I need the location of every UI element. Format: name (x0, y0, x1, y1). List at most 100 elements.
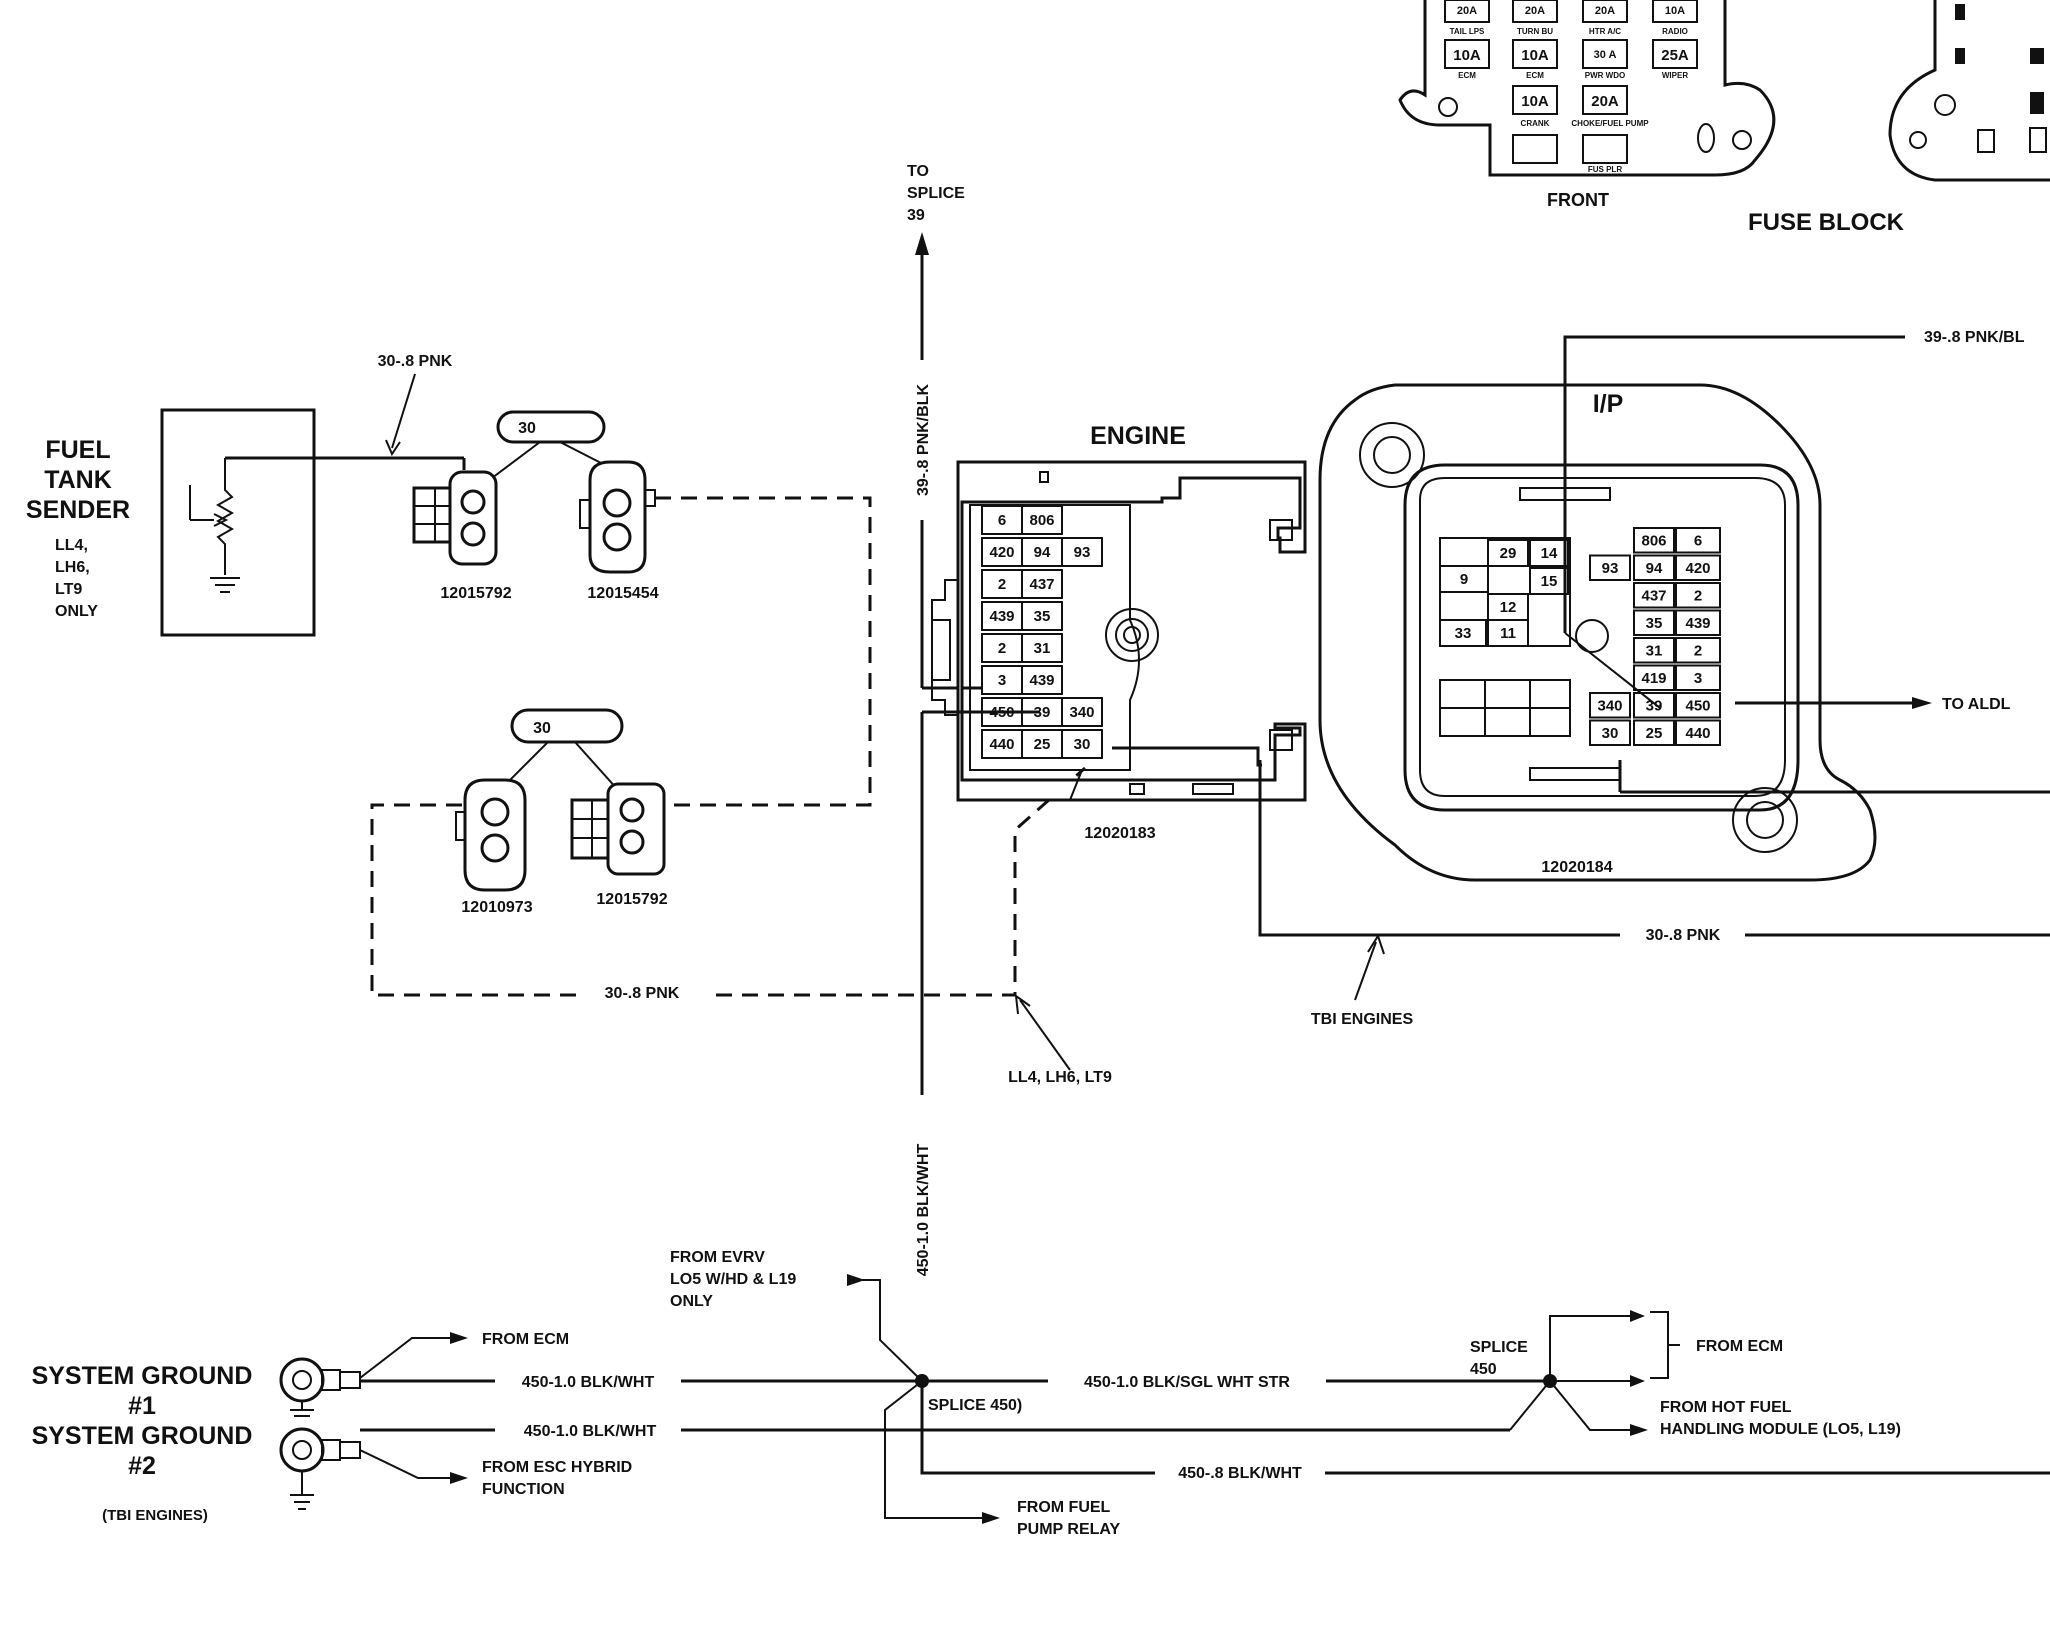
engine-cavity-2-1: 437 (1029, 576, 1054, 593)
ip-lower-grid (1439, 679, 1571, 737)
fuse-row-1: 20A 20A 20A 10A TAIL LPS TURN BU HTR A/C… (1444, 0, 1698, 36)
wire-label-30-right: 30-.8 PNK (1646, 927, 1721, 944)
engine-cavity-3-0: 439 (989, 608, 1014, 625)
fuse-3-1: 10A (1521, 93, 1549, 110)
ip-right-cavity-2-0-box (1633, 582, 1675, 609)
ip-right-cavity-6-2: 450 (1685, 697, 1710, 714)
sender-note-3: LT9 (55, 581, 82, 598)
ground-section: SYSTEM GROUND #1 SYSTEM GROUND #2 (TBI E… (32, 1144, 2050, 1538)
to-splice-3: 39 (907, 207, 925, 224)
fuse-caption-1-4: RADIO (1662, 27, 1688, 36)
connector-pn-12010973: 12010973 (461, 899, 532, 916)
ip-right-cavity-1-1-box (1633, 554, 1675, 581)
ip-right-cavity-7-1: 25 (1646, 725, 1663, 742)
fuse-row-3: 10A 20A CRANK CHOKE/FUEL PUMP (1512, 85, 1649, 128)
engine-cavity-3-1: 35 (1034, 608, 1051, 625)
fuse-2-4: 25A (1661, 47, 1689, 64)
ip-right-cavity-1-2-box (1675, 554, 1721, 581)
engine-cavity-5-0-box (981, 665, 1023, 695)
engine-cavity-7-1-box (1021, 729, 1063, 759)
ip-right-cavity-7-0-box (1589, 719, 1631, 746)
ground2-line1: SYSTEM GROUND (32, 1422, 253, 1450)
fuse-1-2: 20A (1525, 5, 1545, 17)
connector-pn-ip: 12020184 (1541, 859, 1612, 876)
ip-right-cavity-0-1-box (1675, 527, 1721, 554)
connector-pair-top: 30 12015792 12015454 (412, 410, 659, 602)
fuse-caption-2-3: PWR WDO (1585, 71, 1625, 80)
ip-right-cavity-4-1-box (1675, 637, 1721, 664)
ip-right-cavity-5-1-box (1675, 664, 1721, 691)
wire-label-30-top: 30-.8 PNK (378, 353, 453, 370)
engine-cavity-0-0: 6 (998, 512, 1006, 529)
ip-right-cavity-7-1-box (1633, 719, 1675, 746)
ip-left-cavity-33: 33 (1455, 625, 1472, 642)
from-evrv-2: LO5 W/HD & L19 (670, 1271, 796, 1288)
engine-cavity-1-1: 94 (1034, 544, 1051, 561)
connector-30-top: 30 (518, 420, 536, 437)
ip-left-cavity-15: 15 (1541, 573, 1558, 590)
wire-label-30-bottom: 30-.8 PNK (605, 985, 680, 1002)
ip-left-cavity-9: 9 (1460, 571, 1468, 588)
fuse-caption-3-1: CRANK (1521, 119, 1550, 128)
wire-label-450-08: 450-.8 BLK/WHT (1178, 1465, 1302, 1482)
ip-left-cavity-12: 12 (1500, 599, 1517, 616)
fuse-plr: FUS PLR (1588, 165, 1622, 174)
sender-title-1: FUEL (45, 436, 110, 464)
fuse-caption-2-4: WIPER (1662, 71, 1688, 80)
from-evrv-3: ONLY (670, 1293, 713, 1310)
ip-left-cavity-33-box (1439, 619, 1487, 647)
from-esc-2: FUNCTION (482, 1481, 565, 1498)
ip-right-cavity-3-1: 439 (1685, 615, 1710, 632)
connector-30-mid: 30 (533, 720, 551, 737)
ip-right-cavity-7-2-box (1675, 719, 1721, 746)
from-hot-2: HANDLING MODULE (LO5, L19) (1660, 1421, 1901, 1438)
ground2-line2: #2 (128, 1452, 156, 1480)
ip-left-cavity-14-box (1529, 539, 1569, 567)
to-splice-2: SPLICE (907, 185, 965, 202)
from-esc-1: FROM ESC HYBRID (482, 1459, 632, 1476)
ip-left-cavity-12-box (1487, 593, 1529, 621)
fuse-block-front-label: FRONT (1547, 190, 1609, 210)
ip-left-cavity-9-box (1439, 565, 1489, 593)
ip-right-cavity-0-0-box (1633, 527, 1675, 554)
fuse-1-1: 20A (1457, 5, 1477, 17)
wire-label-450-g1: 450-1.0 BLK/WHT (522, 1374, 655, 1391)
wire-label-450-vertical: 450-1.0 BLK/WHT (915, 1144, 932, 1277)
ip-right-cavity-5-0: 419 (1641, 670, 1666, 687)
ip-left-cavity-14: 14 (1541, 545, 1558, 562)
engine-cavity-1-2: 93 (1074, 544, 1091, 561)
ip-right-cavity-2-0: 437 (1641, 587, 1666, 604)
fuse-1-3: 20A (1595, 5, 1615, 17)
connector-pair-middle: 30 12010973 12015792 (455, 708, 668, 916)
engine-cavity-5-1: 439 (1029, 672, 1054, 689)
splice-450-left: SPLICE 450) (928, 1397, 1022, 1414)
fuse-block: 20A 20A 20A 10A TAIL LPS TURN BU HTR A/C… (1398, 0, 2050, 236)
ip-right-cavity-2-1: 2 (1694, 587, 1702, 604)
engine-cavity-4-0: 2 (998, 640, 1006, 657)
fuse-1-4: 10A (1665, 5, 1685, 17)
engine-cavity-5-0: 3 (998, 672, 1006, 689)
ground1-line1: SYSTEM GROUND (32, 1362, 253, 1390)
ip-right-cavity-6-1: 39 (1646, 697, 1663, 714)
ground-note: (TBI ENGINES) (102, 1507, 208, 1524)
ip-right-cavity-4-0: 31 (1646, 642, 1663, 659)
tbi-engines-label: TBI ENGINES (1311, 1011, 1414, 1028)
engine-cavity-7-2: 30 (1074, 736, 1091, 753)
ip-right-cavity-6-2-box (1675, 692, 1721, 719)
fuse-caption-1-2: TURN BU (1517, 27, 1553, 36)
ip-right-cavity-3-0: 35 (1646, 615, 1663, 632)
engine-cavity-4-0-box (981, 633, 1023, 663)
ip-right-cavity-4-0-box (1633, 637, 1675, 664)
from-fuel-1: FROM FUEL (1017, 1499, 1111, 1516)
ip-right-cavity-7-0: 30 (1602, 725, 1619, 742)
ip-right-cavity-6-0-box (1589, 692, 1631, 719)
fuse-3-2: 20A (1591, 93, 1619, 110)
fuse-caption-3-2: CHOKE/FUEL PUMP (1571, 119, 1649, 128)
engine-cavity-1-0-box (981, 537, 1023, 567)
to-aldl: TO ALDL (1942, 696, 2011, 713)
ip-right-cavity-0-0: 806 (1641, 532, 1666, 549)
fuse-caption-1-1: TAIL LPS (1450, 27, 1485, 36)
